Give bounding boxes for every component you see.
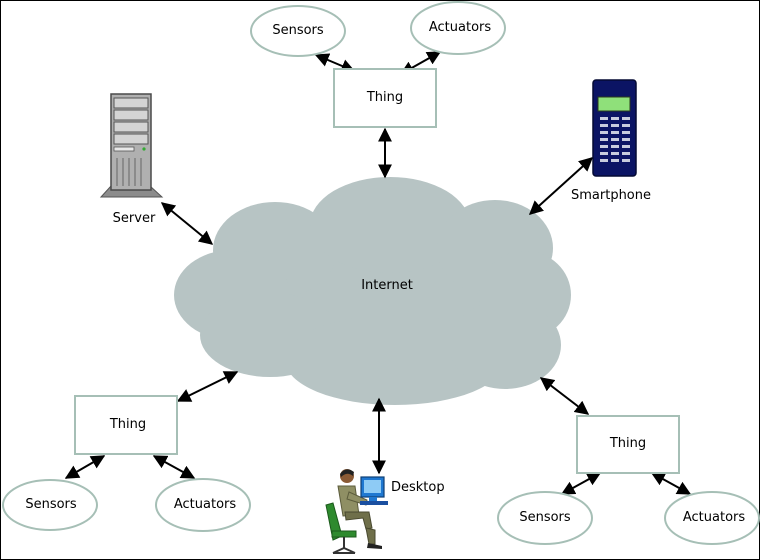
arrow-actuators-thing-right <box>650 472 692 495</box>
desktop-label: Desktop <box>391 480 445 495</box>
sensors-label-right: Sensors <box>519 510 571 525</box>
arrow-smartphone-internet <box>528 157 594 215</box>
mobile-phone-icon <box>592 79 637 177</box>
thing-label-top: Thing <box>366 90 404 105</box>
actuators-label-left: Actuators <box>173 497 237 512</box>
actuators-ellipse-right <box>664 491 760 545</box>
thing-label-left: Thing <box>109 417 147 432</box>
actuators-label-top: Actuators <box>428 20 492 35</box>
sensors-label-top: Sensors <box>272 23 324 38</box>
arrow-server-internet <box>160 202 214 245</box>
server-label: Server <box>112 211 156 226</box>
actuators-label-right: Actuators <box>682 510 746 525</box>
server-tower-icon <box>99 93 164 198</box>
arrow-internet-thing-right <box>539 377 590 415</box>
arrow-thing-left-internet <box>176 371 239 402</box>
actuators-ellipse-left <box>155 478 251 532</box>
thing-label-right: Thing <box>609 436 647 451</box>
thing-box-left <box>74 395 178 455</box>
internet-label: Internet <box>361 278 413 293</box>
connectors <box>64 51 692 495</box>
arrow-sensors-thing-left <box>64 455 106 479</box>
thing-box-right <box>576 415 680 474</box>
sensors-label-left: Sensors <box>25 497 77 512</box>
person-at-desktop-icon <box>325 469 388 554</box>
internet-cloud <box>174 177 571 405</box>
sensors-ellipse-left <box>2 479 98 531</box>
actuators-ellipse-top <box>410 1 506 55</box>
arrow-sensors-thing-right <box>560 472 602 495</box>
thing-box-top <box>333 68 437 128</box>
sensors-ellipse-right <box>497 491 593 545</box>
sensors-ellipse-top <box>250 5 346 57</box>
smartphone-label: Smartphone <box>570 188 652 203</box>
arrow-actuators-thing-left <box>152 455 196 479</box>
